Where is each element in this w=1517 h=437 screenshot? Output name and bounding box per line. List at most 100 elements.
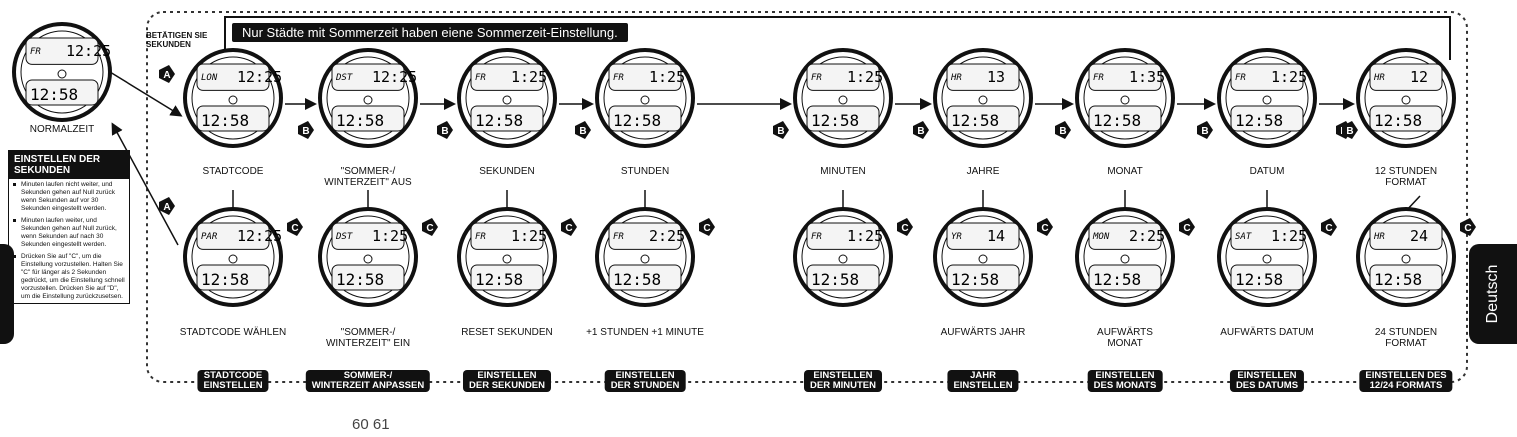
button-c-icon-1: C [422,218,438,236]
svg-text:B: B [579,126,586,137]
language-tab-right: Deutsch [1469,244,1517,344]
button-a-icon-left: A [159,197,175,215]
svg-text:C: C [1464,223,1471,234]
step-pill-2: EINSTELLEN DER SEKUNDEN [462,370,552,392]
svg-text:B: B [917,126,924,137]
svg-text:A: A [163,202,170,213]
svg-text:SAT: SAT [1235,232,1252,242]
step-pill-8: EINSTELLEN DES 12/24 FORMATS [1359,370,1453,392]
svg-text:12:58: 12:58 [201,270,249,289]
label-top-1: "SOMMER-/ WINTERZEIT" AUS [324,166,412,188]
label-top-0: STADTCODE [202,166,264,177]
svg-text:1:25: 1:25 [511,68,547,86]
button-a-icon-top: A [159,65,175,83]
svg-text:B: B [302,126,309,137]
svg-text:B: B [777,126,784,137]
button-b-icon-3: B [773,121,789,139]
svg-text:12:25: 12:25 [237,68,282,86]
svg-text:14: 14 [987,227,1005,245]
step-pill-4: EINSTELLEN DER MINUTEN [804,370,882,392]
seconds-note-2: Minuten laufen weiter, und Sekunden gehe… [9,215,129,251]
button-b-icon-6: B [1197,121,1213,139]
seconds-info-title: EINSTELLEN DER SEKUNDEN [9,151,129,179]
button-c-icon-7: C [1321,218,1337,236]
svg-text:12:58: 12:58 [811,111,859,130]
svg-text:C: C [291,223,298,234]
svg-text:FR: FR [1235,73,1246,83]
svg-text:12:58: 12:58 [1093,270,1141,289]
step-pill-6: EINSTELLEN DES MONATS [1087,370,1163,392]
button-c-icon-4: C [897,218,913,236]
loop-arrow [217,16,1451,74]
label-bottom-1: "SOMMER-/ WINTERZEIT" EIN [325,327,411,349]
svg-text:12:58: 12:58 [1374,270,1422,289]
svg-text:FR: FR [811,73,822,83]
svg-text:12:58: 12:58 [1235,111,1283,130]
watch-top-7: FR 1:25 12:58 [1217,48,1317,148]
svg-text:1:25: 1:25 [372,227,408,245]
button-b-icon-last: B [1342,121,1358,139]
svg-text:FR: FR [475,73,486,83]
language-tab-left: Deutsch [0,244,14,344]
label-top-6: MONAT [1107,166,1143,177]
svg-text:12:25: 12:25 [66,42,111,60]
svg-text:1:35: 1:35 [1129,68,1165,86]
button-b-icon-4: B [913,121,929,139]
svg-text:FR: FR [1093,73,1104,83]
label-top-4: MINUTEN [820,166,866,177]
seconds-info-box: EINSTELLEN DER SEKUNDEN Minuten laufen n… [8,150,130,304]
svg-text:PAR: PAR [201,232,218,242]
svg-text:C: C [703,223,710,234]
svg-text:YR: YR [951,232,962,242]
svg-text:1:25: 1:25 [649,68,685,86]
button-c-icon-5: C [1037,218,1053,236]
svg-text:12:25: 12:25 [237,227,282,245]
svg-text:12:58: 12:58 [336,270,384,289]
svg-text:HR: HR [1373,232,1385,242]
banner-note: Nur Städte mit Sommerzeit haben eiene So… [232,23,628,42]
button-b-icon-0: B [298,121,314,139]
svg-text:12:58: 12:58 [613,111,661,130]
label-bottom-6: AUFWÄRTS MONAT [1097,327,1153,349]
svg-text:1:25: 1:25 [1271,68,1307,86]
button-c-icon-3: C [699,218,715,236]
svg-text:FR: FR [475,232,486,242]
svg-text:13: 13 [987,68,1005,86]
watch-top-4: FR 1:25 12:58 [793,48,893,148]
seconds-note-3: Drücken Sie auf "C", um die Einstellung … [9,251,129,303]
svg-text:1:25: 1:25 [847,227,883,245]
label-top-8: 12 STUNDEN FORMAT [1374,166,1438,188]
svg-text:12:58: 12:58 [201,111,249,130]
label-normalzeit: NORMALZEIT [29,124,95,135]
svg-text:LON: LON [201,73,218,83]
svg-text:12: 12 [1410,68,1428,86]
svg-text:1:25: 1:25 [847,68,883,86]
svg-text:B: B [1059,126,1066,137]
svg-text:C: C [1183,223,1190,234]
page-numbers: 60 61 [352,416,390,433]
button-c-icon-6: C [1179,218,1195,236]
svg-text:B: B [441,126,448,137]
svg-text:A: A [163,70,170,81]
label-bottom-2: RESET SEKUNDEN [461,327,553,338]
button-b-icon-2: B [575,121,591,139]
svg-text:C: C [426,223,433,234]
svg-text:B: B [1201,126,1208,137]
svg-text:2:25: 2:25 [1129,227,1165,245]
svg-text:HR: HR [1373,73,1385,83]
step-pill-5: JAHR EINSTELLEN [947,370,1019,392]
svg-text:12:58: 12:58 [613,270,661,289]
step-pill-0: STADTCODE EINSTELLEN [197,370,269,392]
svg-text:C: C [1325,223,1332,234]
label-bottom-5: AUFWÄRTS JAHR [940,327,1026,338]
